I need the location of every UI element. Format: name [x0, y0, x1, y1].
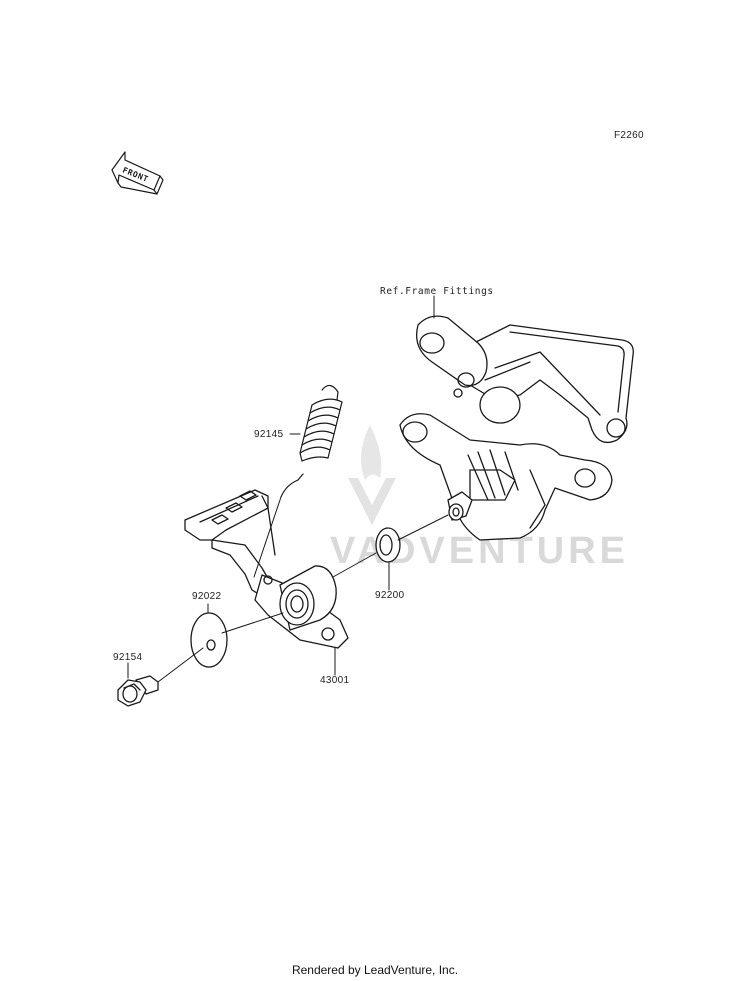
- part-number-43001[interactable]: 43001: [320, 675, 350, 686]
- spring-92145: [280, 384, 343, 498]
- frame-fitting-bracket: [399, 295, 634, 541]
- figure-code: F2260: [614, 130, 644, 141]
- brake-pedal-43001: [184, 489, 349, 649]
- assembly-lines: [157, 496, 449, 683]
- footer-credit: Rendered by LeadVenture, Inc.: [291, 963, 459, 977]
- part-number-92154[interactable]: 92154: [113, 652, 143, 663]
- part-number-92022[interactable]: 92022: [192, 591, 222, 602]
- reference-label: Ref.Frame Fittings: [380, 286, 494, 297]
- front-arrow-icon: FRONT: [111, 151, 164, 195]
- watermark-flame-icon: [361, 425, 382, 480]
- watermark-v-icon: [348, 478, 396, 525]
- washer-92022: [190, 612, 228, 668]
- washer-92200: [375, 527, 401, 563]
- part-number-92200[interactable]: 92200: [375, 590, 405, 601]
- part-number-92145[interactable]: 92145: [254, 429, 284, 440]
- bolt-92154: [117, 675, 159, 707]
